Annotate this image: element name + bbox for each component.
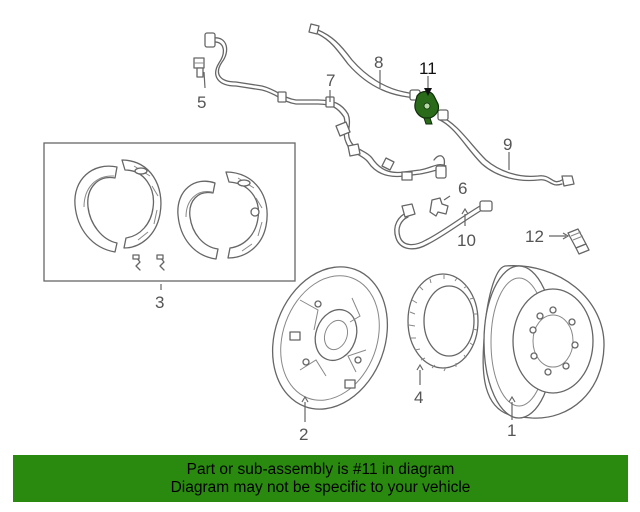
callout-7[interactable]: 7 xyxy=(326,71,335,90)
hose-clip xyxy=(429,197,449,217)
banner-line-1: Part or sub-assembly is #11 in diagram xyxy=(186,460,455,478)
callout-11[interactable]: 11 xyxy=(419,59,437,78)
callout-8[interactable]: 8 xyxy=(374,53,383,72)
callout-9[interactable]: 9 xyxy=(503,135,512,154)
callout-2[interactable]: 2 xyxy=(299,425,308,444)
sensor-clip xyxy=(193,57,205,78)
sensor-harness xyxy=(204,32,447,181)
callout-5[interactable]: 5 xyxy=(197,93,206,112)
callout-4[interactable]: 4 xyxy=(414,388,423,407)
bleeder-screw xyxy=(567,228,590,255)
callout-6[interactable]: 6 xyxy=(458,179,467,198)
callout-12[interactable]: 12 xyxy=(525,227,544,246)
callout-labels: 5 3 2 4 1 7 8 9 10 6 12 11 xyxy=(155,53,544,444)
callout-1[interactable]: 1 xyxy=(507,421,516,440)
callout-3[interactable]: 3 xyxy=(155,293,164,312)
clamp-part-11[interactable] xyxy=(414,90,440,125)
brake-hose xyxy=(394,200,493,250)
banner-line-2: Diagram may not be specific to your vehi… xyxy=(170,478,471,496)
info-banner: Part or sub-assembly is #11 in diagram D… xyxy=(13,455,628,502)
tone-ring xyxy=(407,273,479,372)
brake-drum xyxy=(482,265,605,419)
callout-10[interactable]: 10 xyxy=(457,231,476,250)
sensor-cable-rear xyxy=(437,109,575,187)
sensor-cable-front xyxy=(308,23,421,101)
backing-plate xyxy=(271,266,389,410)
leader-lines xyxy=(160,70,570,422)
parts-diagram: 5 3 2 4 1 7 8 9 10 6 12 11 xyxy=(43,23,605,444)
brake-shoe-kit xyxy=(43,142,296,282)
